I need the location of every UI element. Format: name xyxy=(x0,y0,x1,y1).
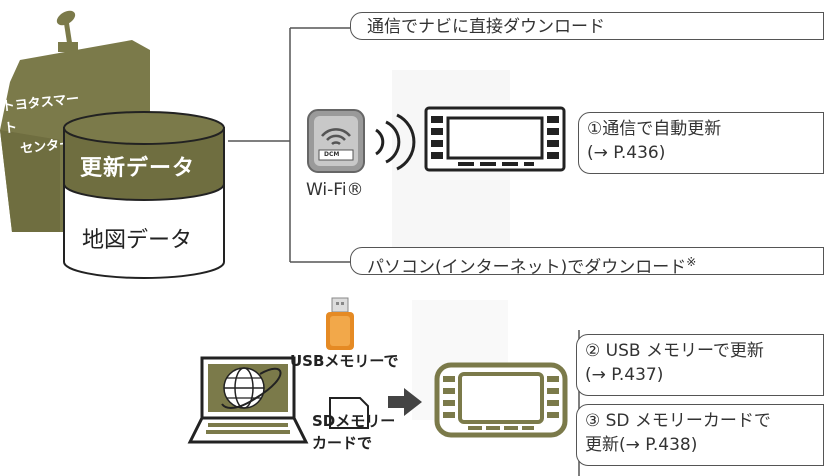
sd-card-label-line2: カードで xyxy=(312,434,373,452)
usb-memory-label: USBメモリーで xyxy=(290,352,399,370)
callout-sd-update: ③ SD メモリーカードで 更新(→ P.438) xyxy=(576,404,824,466)
route-pc-download-label: パソコン(インターネット)でダウンロード※ xyxy=(350,247,824,278)
navigation-unit-icon xyxy=(424,106,566,172)
route-direct-download-label: 通信でナビに直接ダウンロード xyxy=(350,12,824,40)
sd-card-label-line1: SDメモリー xyxy=(312,412,396,430)
navigation-unit-bottom-icon xyxy=(434,362,568,438)
callout-auto-update: ①通信で自動更新 (→ P.436) xyxy=(578,112,824,174)
database-drum xyxy=(63,111,225,279)
route-direct-download-text: 通信でナビに直接ダウンロード xyxy=(367,17,605,37)
dcm-label: DCM xyxy=(324,151,340,158)
sd-card-label: SDメモリー カードで xyxy=(312,410,395,454)
callout-auto-update-line1: ①通信で自動更新 xyxy=(587,119,722,139)
callout-usb-update-line1: ② USB メモリーで更新 xyxy=(585,341,764,361)
callout-sd-update-line2: 更新(→ P.438) xyxy=(585,435,698,455)
laptop-icon xyxy=(187,356,309,444)
radio-waves-icon xyxy=(375,113,416,171)
sd-card-icon xyxy=(329,397,369,429)
satellite-dish-icon xyxy=(56,10,78,52)
callout-sd-update-line1: ③ SD メモリーカードで xyxy=(585,411,771,431)
right-arrow-icon xyxy=(388,388,422,416)
callout-usb-update-line2: (→ P.437) xyxy=(585,365,664,385)
dcm-device-icon xyxy=(307,109,365,173)
route-pc-download-mark: ※ xyxy=(686,255,697,269)
drum-map-data-label: 地図データ xyxy=(82,228,193,253)
callout-auto-update-line2: (→ P.436) xyxy=(587,143,666,163)
wifi-label: Wi-Fi® xyxy=(306,180,364,200)
drum-update-data-label: 更新データ xyxy=(80,156,196,181)
route-pc-download-text: パソコン(インターネット)でダウンロード xyxy=(367,257,687,278)
callout-usb-update: ② USB メモリーで更新 (→ P.437) xyxy=(576,334,824,396)
usb-memory-icon xyxy=(326,297,354,350)
